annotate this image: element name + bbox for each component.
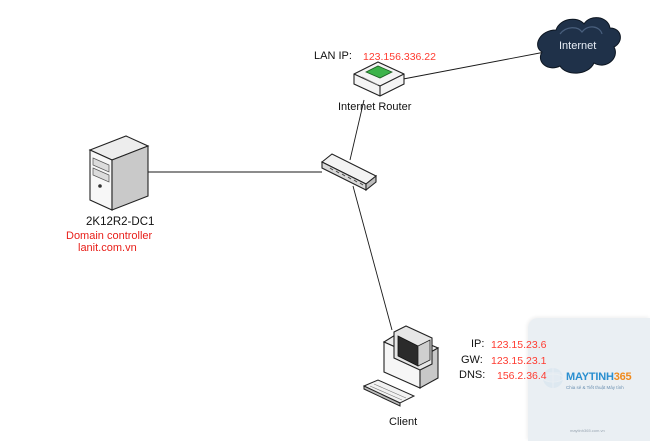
client-dns-value: 156.2.36.4 xyxy=(497,370,547,382)
router-icon xyxy=(353,61,405,97)
watermark-brand-num: 365 xyxy=(613,371,632,383)
client-gw-label: GW: xyxy=(461,354,483,366)
internet-label: Internet xyxy=(559,40,597,52)
switch-icon xyxy=(320,153,378,192)
client-dns-label: DNS: xyxy=(459,369,486,381)
client-name-label: Client xyxy=(389,416,418,428)
link-switch-client xyxy=(352,185,393,331)
client-pc-icon xyxy=(362,325,440,407)
watermark-brand-main: MAYTINH xyxy=(566,371,614,383)
internet-cloud-icon xyxy=(537,17,621,74)
dc-domain-label: lanit.com.vn xyxy=(78,242,137,254)
client-ip-value: 123.15.23.6 xyxy=(491,339,547,351)
watermark-brand: MAYTINH365 xyxy=(566,371,632,383)
router-lan-ip-value: 123.156.336.22 xyxy=(363,51,436,63)
dc-name-label: 2K12R2-DC1 xyxy=(86,216,155,228)
watermark-tagline: Chia sẻ & Tiết thuật Máy tính xyxy=(566,385,624,390)
server-tower-icon xyxy=(88,135,150,211)
watermark-url: maytinh365.com.vn xyxy=(570,428,605,433)
router-lan-ip-label: LAN IP: xyxy=(314,50,352,62)
router-name-label: Internet Router xyxy=(338,101,412,113)
link-router-internet xyxy=(397,51,546,81)
maytinh365-watermark xyxy=(528,318,650,441)
client-gw-value: 123.15.23.1 xyxy=(491,355,547,367)
link-switch-router xyxy=(349,99,365,161)
dc-role-label: Domain controller xyxy=(66,230,153,242)
client-ip-label: IP: xyxy=(471,338,485,350)
